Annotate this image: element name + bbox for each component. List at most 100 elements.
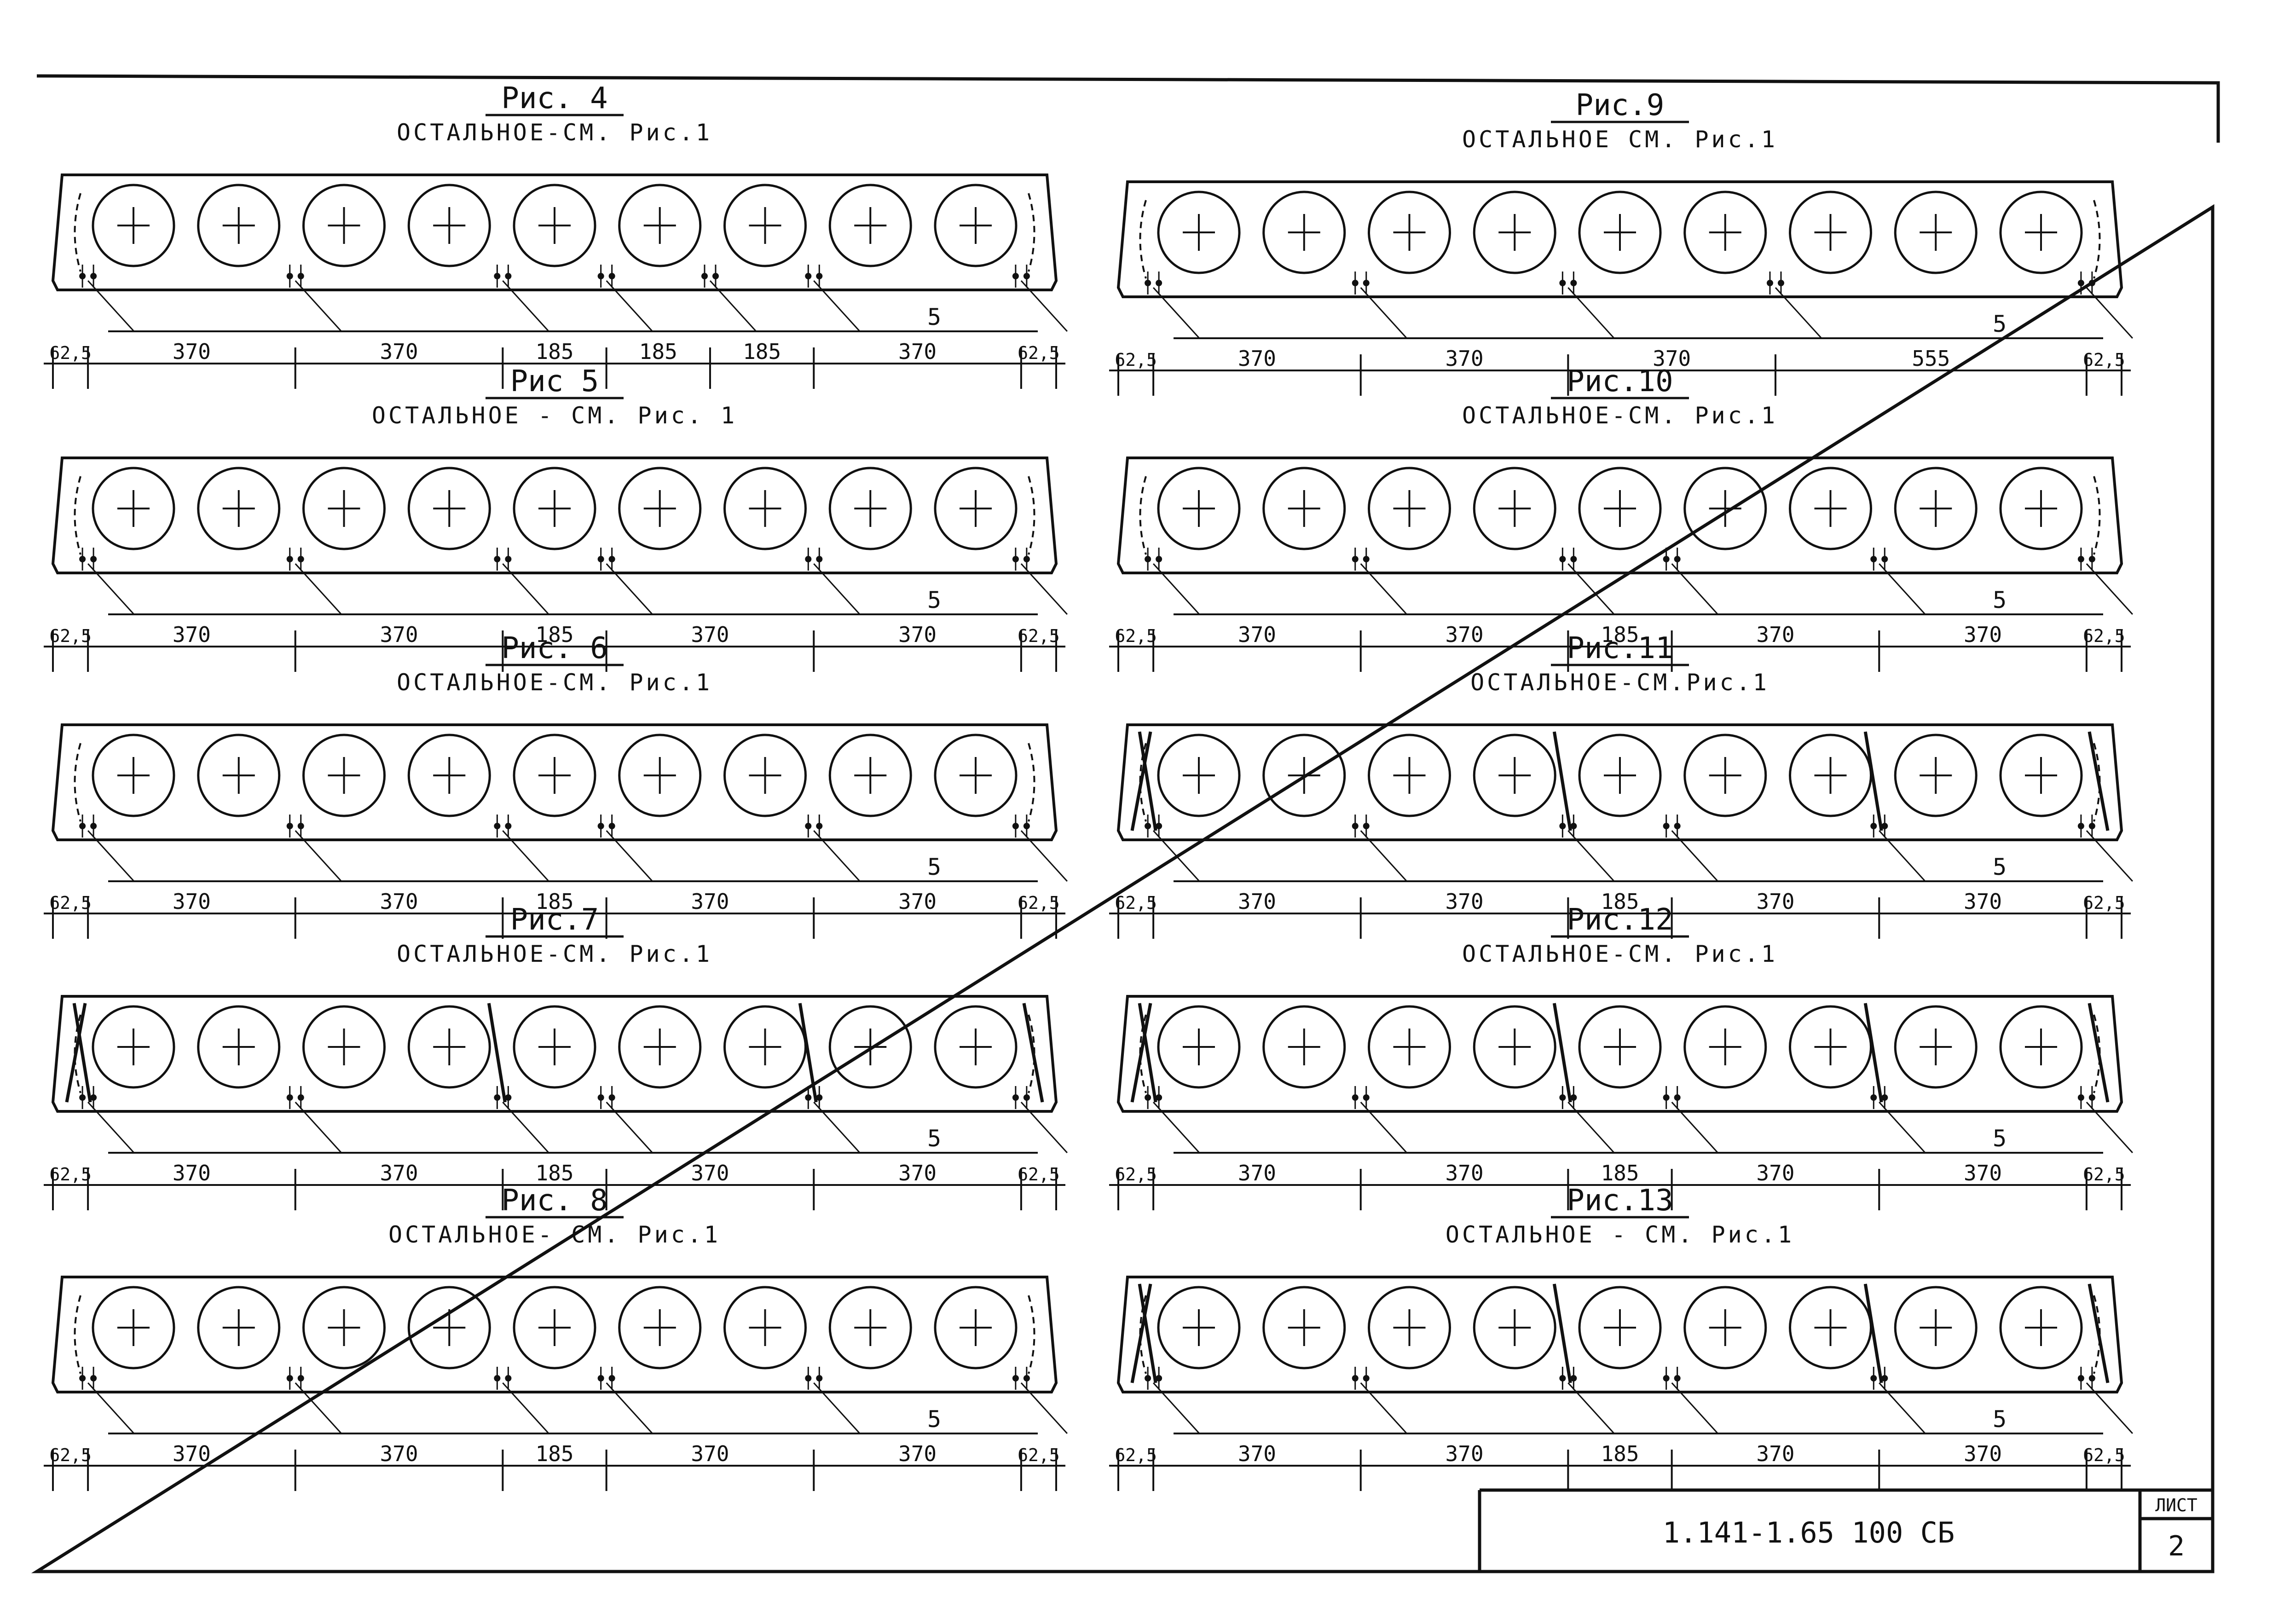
figure-note: ОСТАЛЬНОЕ СМ. Рис.1: [1462, 126, 1778, 153]
hollow-core: [1157, 191, 1241, 274]
hollow-core: [302, 734, 386, 817]
leader-line: [606, 280, 653, 332]
end-key-right: [2093, 1014, 2101, 1093]
leader-line: [295, 830, 342, 882]
hollow-core: [618, 734, 702, 817]
slab-outline: [51, 457, 1058, 574]
leader-line: [1153, 830, 1200, 882]
figure-note: ОСТАЛЬНОЕ-СМ. Рис.1: [397, 941, 712, 967]
dimension-value: 62,5: [2083, 1164, 2125, 1185]
dimension-value: 62,5: [1115, 1164, 1157, 1185]
hollow-core: [1368, 734, 1451, 817]
leader-line: [1020, 1382, 1068, 1434]
dimension-value: 370: [898, 622, 937, 647]
inclined-frame: [487, 1003, 507, 1103]
dimension-value: 185: [639, 339, 677, 364]
leader-line: [813, 280, 861, 332]
slab-outline: [51, 1276, 1058, 1393]
hollow-core: [1894, 1005, 1978, 1089]
hollow-core: [1473, 734, 1556, 817]
leader-line: [606, 1101, 653, 1154]
dimension-value: 185: [535, 1161, 573, 1185]
hollow-core: [92, 1286, 175, 1370]
hollow-core: [1473, 1005, 1556, 1089]
hollow-core: [1262, 191, 1346, 274]
end-key-left: [1139, 200, 1147, 279]
hollow-core: [197, 184, 281, 267]
leader-line: [502, 1101, 549, 1154]
figure-note: ОСТАЛЬНОЕ-СМ. Рис.1: [397, 119, 712, 146]
inclined-frame: [1552, 1003, 1572, 1103]
dimension-value: 62,5: [1018, 893, 1060, 913]
dimension-value: 62,5: [1115, 350, 1157, 370]
hollow-core: [1894, 1286, 1978, 1370]
leader-line: [1567, 287, 1615, 339]
end-key-left: [74, 743, 81, 822]
end-key-left: [74, 193, 81, 272]
hollow-core: [723, 184, 807, 267]
dimension-value: 370: [691, 889, 729, 914]
dimension-value: 370: [173, 1441, 211, 1466]
hollow-core: [513, 467, 596, 550]
dimension-value: 370: [1238, 1161, 1276, 1185]
dimension-value: 370: [1238, 889, 1276, 914]
leader-line: [606, 1382, 653, 1434]
hollow-core: [1368, 467, 1451, 550]
figure-note: ОСТАЛЬНОЕ-СМ. Рис.1: [1462, 402, 1778, 429]
leader-line: [295, 280, 342, 332]
hollow-core: [92, 1005, 175, 1089]
leader-line: [1360, 830, 1407, 882]
hollow-core: [407, 1005, 491, 1089]
leader-line: [1567, 563, 1615, 615]
hollow-core: [934, 467, 1018, 550]
figure-title: Рис.13: [1567, 1184, 1673, 1218]
hollow-core: [1157, 734, 1241, 817]
dimension-value: 370: [1653, 346, 1691, 371]
drawing-designation: 1.141-1.65 100 СБ: [1663, 1516, 1955, 1549]
dimension-value: 370: [380, 889, 418, 914]
inclined-frame: [72, 1003, 92, 1103]
inclined-frame: [1130, 1003, 1152, 1103]
dimension-value: 370: [1756, 889, 1794, 914]
leader-line: [1671, 563, 1718, 615]
hollow-core: [1894, 467, 1978, 550]
dimension-value: 370: [1964, 889, 2002, 914]
dimension-value: 370: [1756, 1161, 1794, 1185]
figure-title: Рис.12: [1567, 903, 1673, 937]
hollow-core: [723, 734, 807, 817]
hollow-core: [1894, 734, 1978, 817]
mark-label: 5: [927, 304, 941, 330]
slab-outline: [51, 173, 1058, 291]
leader-line: [1360, 287, 1407, 339]
inclined-frame: [1022, 1003, 1044, 1103]
hollow-core: [1999, 191, 2083, 274]
leader-line: [2086, 830, 2133, 882]
dimension-value: 555: [1912, 346, 1950, 371]
inclined-frame: [65, 1003, 87, 1103]
hollow-core: [1683, 734, 1767, 817]
hollow-core: [1368, 1005, 1451, 1089]
inclined-frame: [1552, 731, 1572, 831]
figure-title: Рис. 4: [501, 81, 607, 116]
dimension-value: 370: [1964, 622, 2002, 647]
end-key-left: [1139, 743, 1147, 822]
hollow-core: [618, 1005, 702, 1089]
inclined-frame: [1130, 731, 1152, 831]
hollow-core: [828, 184, 912, 267]
hollow-core: [92, 467, 175, 550]
hollow-core: [1157, 1005, 1241, 1089]
mark-label: 5: [1993, 854, 2007, 880]
hollow-core: [1473, 1286, 1556, 1370]
mark-label: 5: [927, 854, 941, 880]
hollow-core: [1999, 467, 2083, 550]
hollow-core: [723, 467, 807, 550]
inclined-frame: [798, 1003, 818, 1103]
leader-line: [813, 1101, 861, 1154]
leader-line: [1671, 830, 1718, 882]
hollow-core: [302, 1286, 386, 1370]
leader-line: [1153, 287, 1200, 339]
dimension-value: 62,5: [49, 1445, 92, 1465]
dimension-value: 370: [691, 1441, 729, 1466]
hollow-core: [828, 1005, 912, 1089]
